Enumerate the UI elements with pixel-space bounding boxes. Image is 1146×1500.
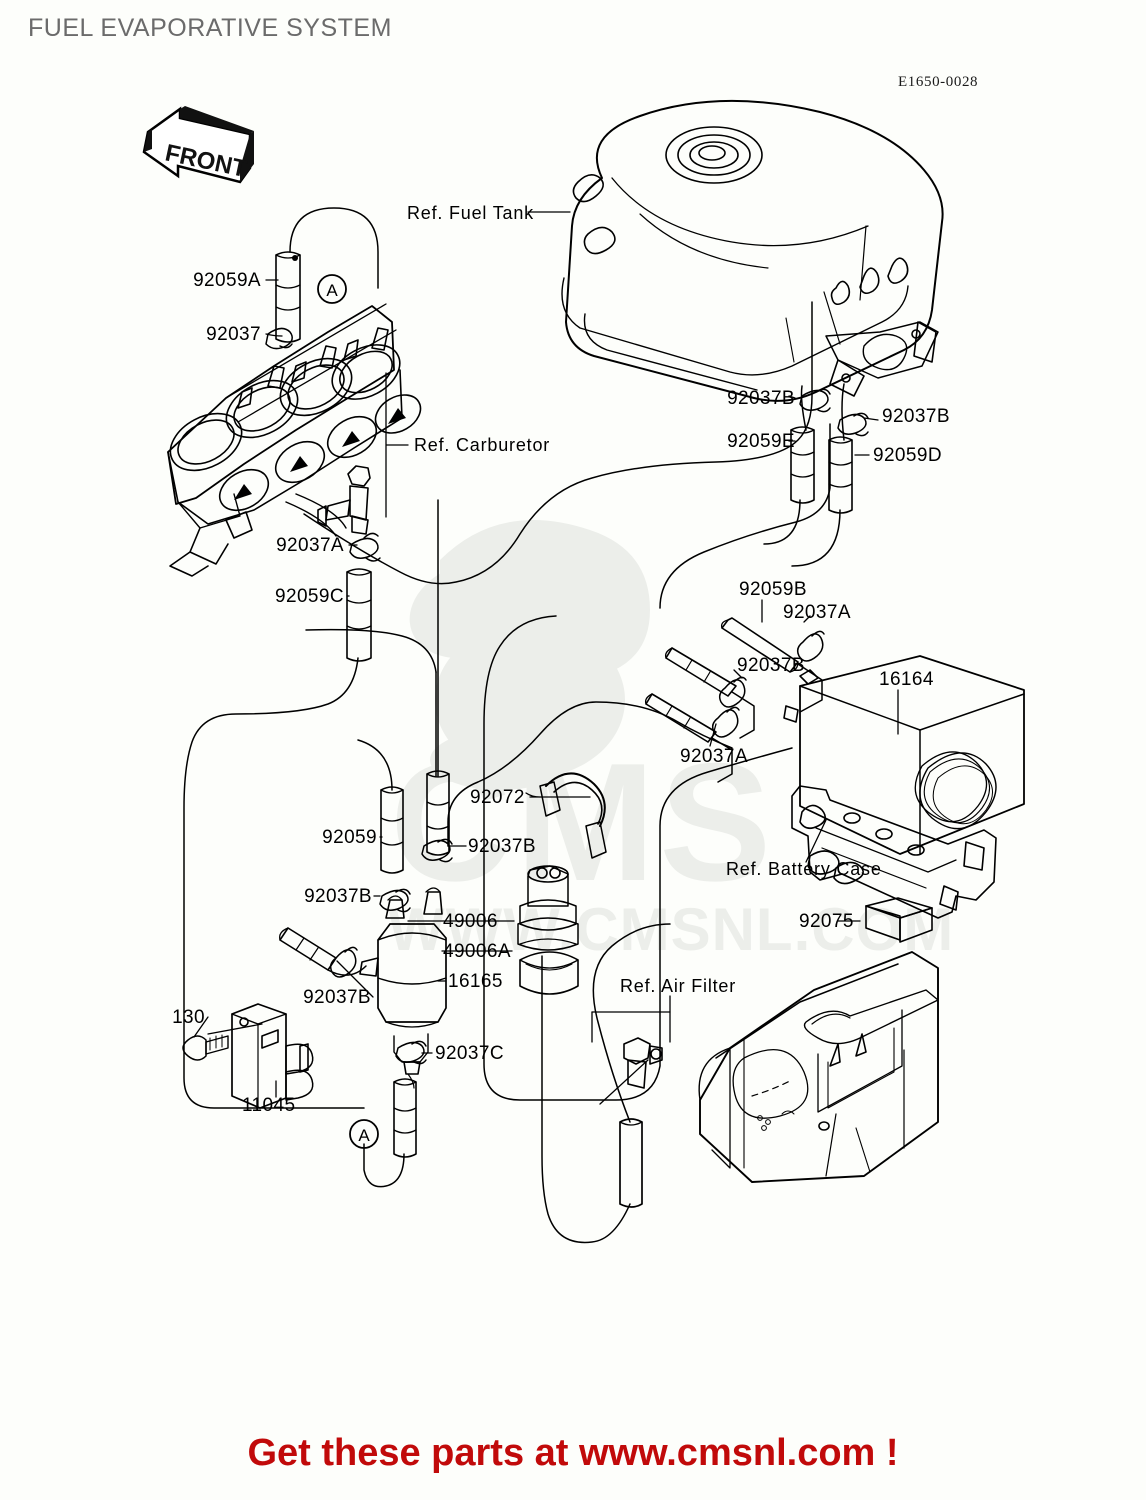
bellows-49006 — [517, 865, 579, 951]
part-label-92059a: 92059A — [193, 270, 261, 291]
cap-49006a — [519, 951, 579, 995]
part-label-49006a: 49006A — [443, 941, 511, 962]
charcoal-canister-illustration — [783, 655, 1025, 855]
ref-fuel-tank-label: Ref. Fuel Tank — [407, 203, 534, 223]
part-label-92037b-canister: 92037B — [737, 655, 805, 676]
part-label-92059e: 92059E — [727, 431, 795, 452]
bolt-130 — [182, 1034, 229, 1061]
part-label-92037: 92037 — [206, 324, 261, 345]
air-filter-box-illustration — [698, 951, 939, 1183]
part-label-92037a-lower: 92037A — [680, 746, 748, 767]
part-label-92037b-tankleft: 92037B — [727, 388, 795, 409]
diagram-code: E1650-0028 — [898, 74, 979, 90]
part-label-49006: 49006 — [443, 911, 498, 932]
part-label-16164: 16164 — [879, 669, 934, 690]
part-label-92037a-upper: 92037A — [783, 602, 851, 623]
part-label-130: 130 — [172, 1007, 205, 1028]
part-label-92037b-left: 92037B — [303, 987, 371, 1008]
separator-16165 — [359, 887, 447, 1089]
part-label-92037b-tankright: 92037B — [882, 406, 950, 427]
air-filter-inlet-fitting — [623, 1037, 663, 1089]
part-label-92059d: 92059D — [873, 445, 942, 466]
part-label-92037a-carb: 92037A — [276, 535, 344, 556]
page-title: FUEL EVAPORATIVE SYSTEM — [28, 14, 392, 42]
part-label-11045: 11045 — [242, 1095, 296, 1116]
part-label-92059b: 92059B — [739, 579, 807, 600]
part-label-16165: 16165 — [448, 971, 503, 992]
ref-battery-case-label: Ref. Battery Case — [726, 859, 882, 879]
bracket-11045 — [231, 1003, 314, 1109]
battery-case-bracket-illustration — [791, 785, 997, 919]
part-label-92072: 92072 — [470, 787, 525, 808]
ref-marker-a-bottom: A — [358, 1126, 370, 1145]
part-label-92059c: 92059C — [275, 586, 344, 607]
part-label-92037b-mid: 92037B — [468, 836, 536, 857]
pad-92075 — [865, 897, 933, 943]
clamp-92072 — [539, 772, 607, 859]
carburetor-illustration — [167, 303, 422, 577]
leader-lines — [193, 211, 899, 1105]
ref-marker-a-top: A — [326, 281, 338, 300]
footer-promo: Get these parts at www.cmsnl.com ! — [247, 1432, 899, 1474]
part-label-92059: 92059 — [322, 827, 377, 848]
part-label-92037b-sep: 92037B — [304, 886, 372, 907]
carburetor-t-fitting — [317, 465, 371, 535]
reference-markers — [317, 274, 379, 1149]
clamp-glyphs — [265, 327, 869, 1065]
fuel-tank-illustration — [561, 99, 944, 402]
front-direction-badge: FRONT — [142, 106, 254, 184]
hose-routing-lines — [183, 207, 845, 1244]
ref-air-filter-label: Ref. Air Filter — [620, 976, 737, 996]
ref-carburetor-label: Ref. Carburetor — [414, 435, 551, 455]
part-label-92075: 92075 — [799, 911, 854, 932]
part-label-92037c: 92037C — [435, 1043, 504, 1064]
